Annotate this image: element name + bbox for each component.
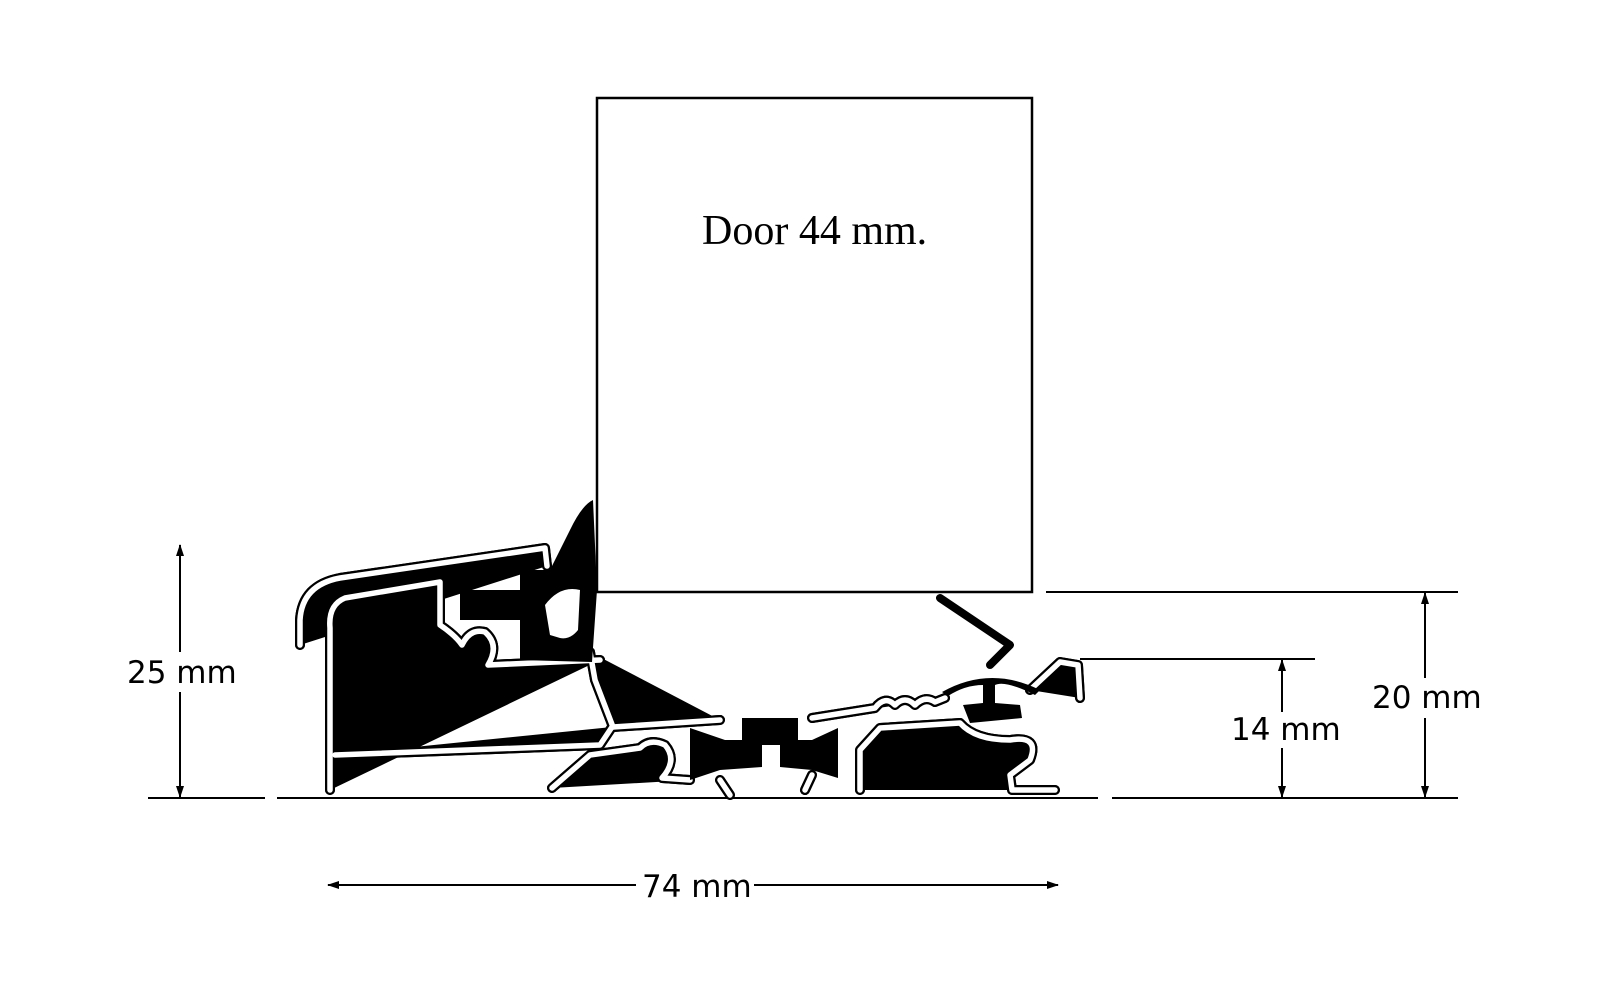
door-label: Door 44 mm. <box>702 208 927 254</box>
door-panel: Door 44 mm. <box>595 96 1034 594</box>
threshold-profile <box>295 543 1085 800</box>
reference-lines <box>148 591 1458 799</box>
door-seal-gasket <box>460 500 597 662</box>
dimension-74mm: 74 mm <box>327 866 1059 906</box>
dimension-label-20mm: 20 mm <box>1372 680 1482 716</box>
dimension-20mm: 20 mm <box>1370 592 1482 798</box>
center-gasket <box>690 718 838 780</box>
dimension-label-14mm: 14 mm <box>1231 712 1341 748</box>
dimension-label-74mm: 74 mm <box>642 869 752 905</box>
dimension-25mm: 25 mm <box>125 544 237 798</box>
dimension-14mm: 14 mm <box>1231 659 1341 798</box>
drop-seal-gasket <box>936 594 1040 723</box>
dimension-label-25mm: 25 mm <box>127 655 237 691</box>
